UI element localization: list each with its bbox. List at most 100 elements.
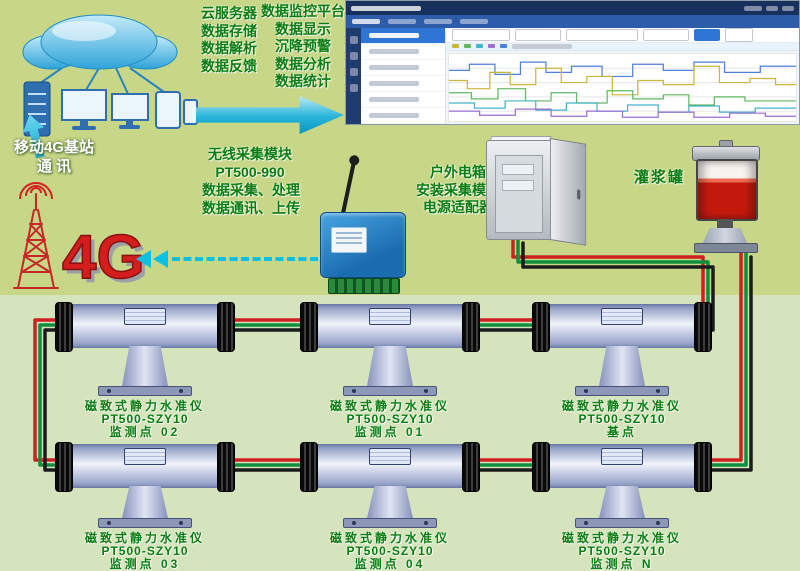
dashboard-side-menu	[361, 28, 446, 124]
date-range-input[interactable]	[566, 29, 638, 41]
legend-swatch	[500, 44, 507, 49]
logo-4g: 4G	[62, 223, 145, 292]
cabinet-body	[486, 140, 552, 240]
sensor-unit: 磁致式静力水准仪 PT500-SZY10 监测点 04	[300, 442, 480, 571]
device-body	[320, 212, 406, 278]
sensor-label-plate	[124, 448, 166, 465]
chart-line-blue	[449, 61, 796, 77]
menu-item[interactable]	[361, 28, 445, 44]
sensor-cylinder	[532, 442, 712, 492]
sensor-end-cap-left	[300, 442, 318, 492]
sensor-mount-bracket	[122, 346, 168, 386]
wireless-module-caption: 无线采集模块 PT500-990	[190, 146, 310, 181]
rail-icon[interactable]	[349, 36, 358, 44]
platform-title: 数据监控平台	[261, 3, 345, 19]
sensor-point: 监测点 01	[354, 425, 426, 439]
dashboard-screenshot	[345, 0, 800, 125]
sensor-end-cap-right	[694, 302, 712, 352]
tablet-icon	[155, 91, 181, 129]
sensor-end-cap-right	[462, 442, 480, 492]
sensor-cylinder	[300, 302, 480, 352]
monitor-icon	[61, 89, 107, 130]
sensor-name: 磁致式静力水准仪	[84, 531, 205, 545]
sensor-point: 监测点 N	[590, 557, 654, 571]
sensor-model: PT500-SZY10	[101, 544, 189, 558]
sensor-unit: 磁致式静力水准仪 PT500-SZY10 监测点 03	[55, 442, 235, 571]
sensor-mount-bracket	[367, 346, 413, 386]
sensor-caption: 磁致式静力水准仪 PT500-SZY10 监测点 04	[330, 532, 450, 571]
tower-icon	[13, 193, 59, 289]
breaker-icon	[502, 180, 534, 191]
rail-icon[interactable]	[349, 84, 358, 92]
device-label-plate	[331, 227, 367, 253]
sensor-base-plate	[343, 386, 437, 396]
sensor-base-plate	[343, 518, 437, 528]
search-button[interactable]	[694, 29, 720, 41]
rail-icon[interactable]	[349, 52, 358, 60]
caption-line: 云服务器	[201, 5, 257, 21]
cloud-icon	[22, 14, 178, 70]
antenna-icon	[340, 160, 357, 219]
sensor-name: 磁致式静力水准仪	[561, 531, 682, 545]
monitoring-chart	[448, 52, 797, 122]
user-menu[interactable]	[782, 5, 794, 11]
chart-line-green	[449, 87, 796, 106]
sensor-caption: 磁致式静力水准仪 PT500-SZY10 监测点 03	[85, 532, 205, 571]
sensor-point: 监测点 02	[109, 425, 181, 439]
sensor-base-plate	[575, 518, 669, 528]
signal-waves-icon	[19, 182, 53, 200]
sensor-base-plate	[575, 386, 669, 396]
caption-line: 数据采集、处理	[202, 182, 300, 198]
dashboard-filter-row	[446, 28, 799, 43]
reset-button[interactable]	[725, 28, 753, 42]
sensor-end-cap-left	[532, 442, 550, 492]
menu-item[interactable]	[361, 44, 445, 60]
sensor-cylinder	[532, 302, 712, 352]
sensor-unit: 磁致式静力水准仪 PT500-SZY10 基点	[532, 302, 712, 439]
menu-item[interactable]	[361, 92, 445, 108]
sensor-base-plate	[98, 386, 192, 396]
sensor-point: 监测点 03	[109, 557, 181, 571]
nav-item[interactable]	[460, 19, 488, 24]
menu-item[interactable]	[361, 108, 445, 124]
wireless-module-caption-2: 数据采集、处理 数据通讯、上传	[188, 182, 314, 217]
titlebar-item	[766, 5, 778, 11]
sensor-label-plate	[369, 448, 411, 465]
legend-swatch	[464, 44, 471, 49]
nav-item[interactable]	[424, 19, 452, 24]
rail-icon[interactable]	[349, 68, 358, 76]
dashboard-content	[446, 28, 799, 124]
tank-caption: 灌浆罐	[634, 169, 686, 186]
sensor-mount-bracket	[367, 486, 413, 518]
filter-input[interactable]	[643, 29, 689, 41]
outdoor-cabinet	[486, 136, 596, 246]
filter-input[interactable]	[515, 29, 561, 41]
legend-swatch	[452, 44, 459, 49]
dashboard-logo	[351, 5, 421, 11]
sensor-end-cap-right	[217, 442, 235, 492]
caption-line: 数据统计	[275, 73, 331, 89]
nav-item[interactable]	[352, 19, 380, 24]
wireless-dashed-link	[172, 257, 318, 261]
menu-item[interactable]	[361, 76, 445, 92]
chart-canvas	[449, 61, 796, 118]
tank-bracket	[703, 228, 747, 243]
chart-line-cyan	[449, 99, 796, 113]
menu-item[interactable]	[361, 60, 445, 76]
cabinet-caption: 户外电箱 安装采集模块 电源适配器	[412, 164, 504, 217]
nav-item[interactable]	[388, 19, 416, 24]
wireless-module-device	[316, 158, 412, 294]
dashboard-icon-rail	[346, 28, 361, 124]
sensor-end-cap-left	[300, 302, 318, 352]
dashboard-titlebar	[346, 1, 799, 15]
platform-caption: 数据监控平台 数据显示 沉降预警 数据分析 数据统计	[258, 3, 348, 91]
sensor-caption: 磁致式静力水准仪 PT500-SZY10 监测点 02	[85, 400, 205, 439]
terminal-block-icon	[328, 278, 400, 294]
sensor-point: 基点	[606, 425, 637, 439]
tank-neck	[717, 219, 733, 228]
caption-line: 电源适配器	[423, 199, 493, 215]
sensor-end-cap-left	[55, 442, 73, 492]
cabinet-open-door	[550, 138, 587, 246]
sensor-model: PT500-SZY10	[578, 544, 666, 558]
filter-input[interactable]	[452, 29, 510, 41]
